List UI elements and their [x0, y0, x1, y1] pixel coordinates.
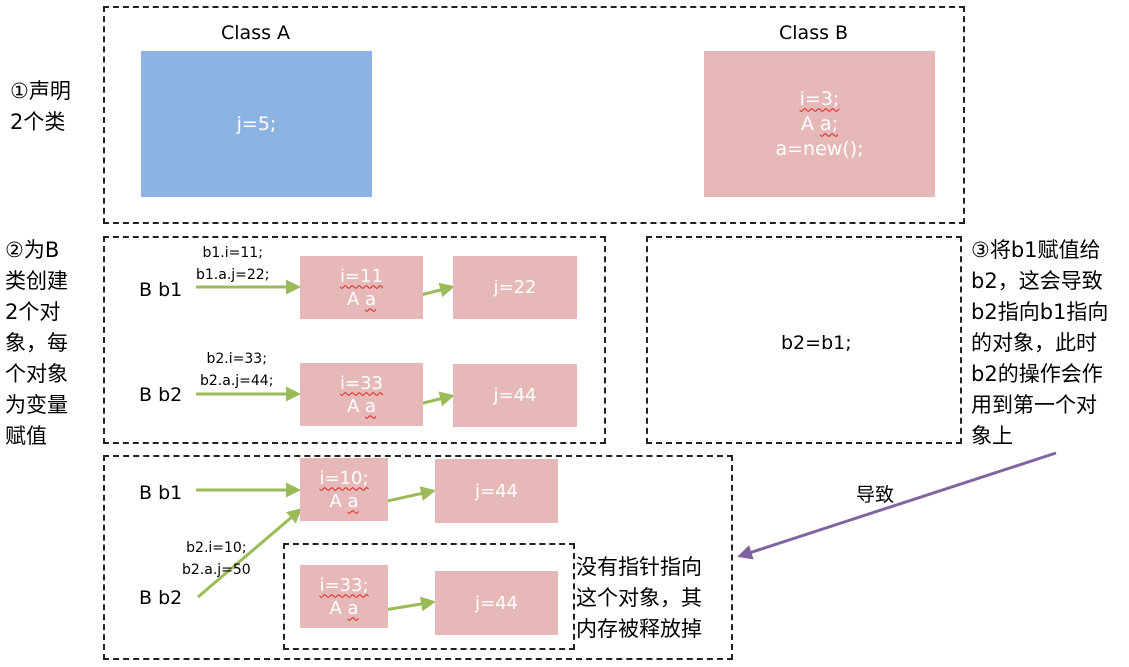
- class-b-title: Class B: [779, 22, 849, 44]
- obj-field: j=44: [475, 592, 518, 614]
- assign-line: b1.i=11;: [202, 245, 263, 261]
- obj-field: A a: [346, 395, 377, 417]
- note-line: 类创建: [5, 269, 68, 293]
- note-line: 的对象，此时: [971, 331, 1097, 355]
- b1-assignments: b1.i=11; b1.a.j=22;: [196, 242, 269, 286]
- section-declare-classes: [103, 6, 965, 224]
- assign-line: b2.a.j=50: [182, 562, 251, 578]
- assign-line: b2.a.j=44;: [200, 373, 274, 389]
- b1-object: i=11 A a: [300, 256, 423, 319]
- section2-note: ②为B 类创建 2个对 象，每 个对象 为变量 赋值: [5, 235, 68, 452]
- assign-line: b2.i=10;: [186, 540, 247, 556]
- class-a-field: j=5;: [236, 112, 277, 135]
- obj-field: A a: [346, 288, 377, 310]
- section-result: [103, 455, 733, 660]
- orphan-a-object: j=44: [435, 571, 558, 635]
- note-line: 为变量: [5, 393, 68, 417]
- note-line: 2个对: [5, 300, 61, 324]
- note-line: b2，这会导致: [971, 269, 1103, 293]
- note-line: 内存被释放掉: [576, 617, 702, 641]
- assign-line: b2.i=33;: [206, 351, 267, 367]
- class-a-box: j=5;: [141, 51, 372, 197]
- class-a-title: Class A: [221, 22, 291, 44]
- orphan-object-region: [283, 543, 575, 650]
- obj-field: j=44: [475, 480, 518, 502]
- note-line: 没有指针指向: [576, 555, 702, 579]
- note-line: ③将b1赋值给: [971, 238, 1101, 262]
- b2-object: i=33 A a: [300, 363, 423, 426]
- obj-field: A a: [329, 490, 359, 512]
- s4-b2-variable: B b2: [139, 587, 183, 609]
- note-line: 用到第一个对: [971, 393, 1097, 417]
- b1-variable: B b1: [139, 279, 183, 301]
- class-b-box: i=3; A a; a=new();: [704, 51, 935, 197]
- section-create-objects: [103, 236, 606, 444]
- cause-arrow: [737, 451, 1057, 560]
- note-line: b2指向b1指向: [971, 300, 1109, 324]
- s4-shared-object: i=10; A a: [300, 458, 388, 521]
- obj-field: i=33: [340, 372, 383, 394]
- b2-assignments: b2.i=33; b2.a.j=44;: [200, 348, 273, 392]
- orphan-note: 没有指针指向 这个对象，其 内存被释放掉: [576, 552, 702, 645]
- obj-field: i=33;: [319, 574, 369, 596]
- s4-assignments: b2.i=10; b2.a.j=50: [182, 537, 251, 581]
- section3-note: ③将b1赋值给 b2，这会导致 b2指向b1指向 的对象，此时 b2的操作会作 …: [971, 235, 1108, 452]
- note-line: 赋值: [5, 424, 47, 448]
- note-line: 象，每: [5, 331, 68, 355]
- s4-shared-a-object: j=44: [435, 459, 558, 523]
- obj-field: A a: [329, 597, 359, 619]
- note-line: b2的操作会作: [971, 362, 1103, 386]
- b2-a-object: j=44: [453, 364, 577, 427]
- note-line: 个对象: [5, 362, 68, 386]
- obj-field: j=22: [493, 277, 537, 298]
- arrow-s4-b2-to-obj: [197, 508, 303, 599]
- b1-a-object: j=22: [453, 256, 577, 319]
- note-line: ①声明: [10, 79, 71, 103]
- note-line: 象上: [971, 424, 1013, 448]
- cause-label: 导致: [856, 484, 895, 506]
- class-b-field: i=3;: [799, 87, 840, 110]
- obj-field: j=44: [493, 385, 537, 406]
- s4-b1-variable: B b1: [139, 482, 183, 504]
- class-b-field: a=new();: [775, 137, 864, 160]
- section-assign-reference: [646, 236, 962, 444]
- assign-line: b1.a.j=22;: [196, 267, 270, 283]
- section1-note: ①声明 2个类: [10, 76, 71, 138]
- assignment-statement: b2=b1;: [781, 332, 852, 354]
- obj-field: i=11: [340, 265, 383, 287]
- b2-variable: B b2: [139, 384, 183, 406]
- note-line: 2个类: [10, 110, 66, 134]
- obj-field: i=10;: [319, 467, 369, 489]
- orphan-object: i=33; A a: [300, 565, 388, 628]
- note-line: 这个对象，其: [576, 586, 702, 610]
- class-b-field: A a;: [800, 112, 839, 135]
- note-line: ②为B: [5, 238, 60, 262]
